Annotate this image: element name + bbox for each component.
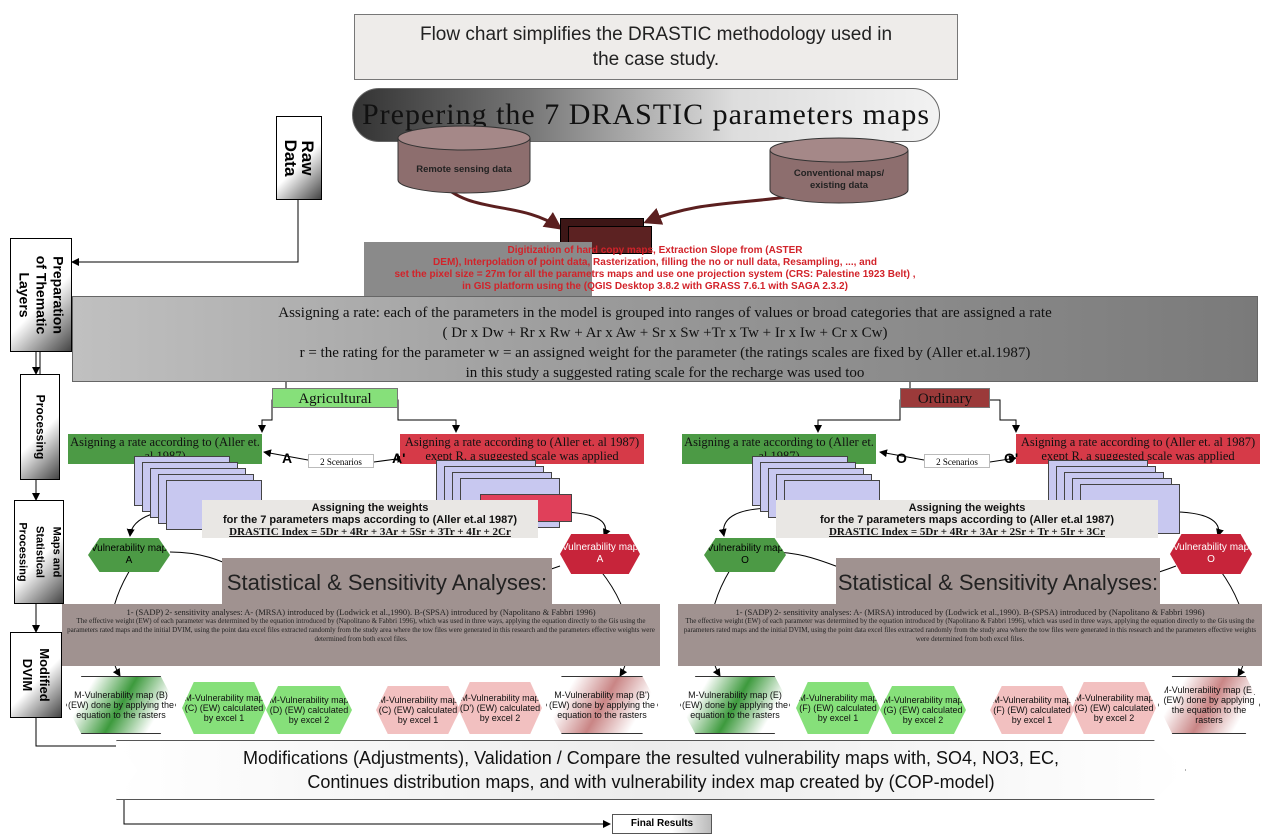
output-b-prime: M-Vulnerability map (B') (EW) done by ap… — [546, 676, 658, 734]
assign-line-2: ( Dr x Dw + Rr x Rw + Ar x Aw + Sr x Sw … — [442, 325, 888, 341]
tag-agricultural: Agricultural — [272, 388, 398, 408]
assign-rate-box: Assigning a rate: each of the parameters… — [72, 296, 1258, 382]
weights-agri-2: for the 7 parameters maps according to (… — [222, 514, 518, 526]
prep-label-3: Layers — [16, 272, 33, 318]
digitization-text: Digitization of hard copy maps, Extracti… — [364, 242, 946, 300]
output-f: M-Vulnerability map (F) (EW) calculated … — [796, 682, 880, 734]
output-g-red: M-Vulnerability map (G) (EW) calculated … — [1072, 682, 1156, 734]
final-results: Final Results — [612, 814, 712, 834]
digitization-line-4: in GIS platform using the (QGIS Desktop … — [462, 281, 848, 292]
scenarios-ord: 2 Scenarios — [924, 454, 990, 468]
modified-label-1: Modified — [37, 648, 52, 702]
weights-agri-3: DRASTIC Index = 5Dr + 4Rr + 3Ar + 5Sr + … — [229, 526, 511, 538]
vuln-map-a-right: Vulnerability map A — [560, 534, 640, 574]
digitization-shadow — [364, 242, 592, 298]
maps-label-3: Processing — [16, 522, 29, 582]
output-d-prime: M-Vulnerability map (D') (EW) calculated… — [458, 682, 542, 734]
stat-box-ord: Statistical & Sensitivity Analyses: — [836, 558, 1160, 608]
output-d: M-Vulnerability map (D) (EW) calculated … — [266, 686, 352, 734]
title-line-1: Flow chart simplifies the DRASTIC method… — [419, 24, 893, 45]
letter-a: A — [282, 450, 293, 466]
sens-ord-2: The effective weight (EW) of each parame… — [683, 617, 1257, 643]
output-e: M-Vulnerability map (E) (EW) done by app… — [680, 676, 790, 734]
output-c-red: M-Vulnerability map (C) (EW) calculated … — [376, 686, 460, 734]
weights-ord-2: for the 7 parameters maps according to (… — [819, 514, 1115, 526]
vuln-map-o-left: Vulnerability map O — [704, 538, 786, 572]
output-b: M-Vulnerability map (B) (EW) done by app… — [66, 676, 176, 734]
sens-ord-1: 1- (SADP) 2- sensitivity analyses: A- (M… — [735, 607, 1205, 617]
sidebar-processing: Processing — [20, 374, 60, 480]
maps-label-2: Statistical — [33, 526, 46, 578]
conventional-maps-cylinder: Conventional maps/ existing data — [769, 137, 909, 204]
title-line-2: the case study. — [592, 49, 720, 70]
remote-sensing-cylinder: Remote sensing data — [397, 125, 531, 194]
sens-box-agri: 1- (SADP) 2- sensitivity analyses: A- (M… — [62, 604, 660, 666]
sens-agri-2: The effective weight (EW) of each parame… — [67, 617, 655, 643]
title-box: Flow chart simplifies the DRASTIC method… — [354, 14, 958, 80]
assign-line-1: Assigning a rate: each of the parameters… — [278, 305, 1052, 321]
digitization-line-2: DEM), Interpolation of point data, Raste… — [433, 257, 877, 268]
prep-label-2: of Thematic — [33, 255, 50, 335]
letter-o: O — [896, 450, 907, 466]
letter-a-prime: A' — [392, 450, 406, 466]
modifications-line-1: Modifications (Adjustments), Validation … — [242, 748, 1059, 768]
weights-box-agri: Assigning the weights for the 7 paramete… — [202, 500, 538, 538]
digitization-line-3: set the pixel size = 27m for all the par… — [394, 269, 916, 280]
rate-right-agri: Asigning a rate according to (Aller et. … — [400, 434, 644, 464]
vuln-map-a-left: Vulnerability map A — [88, 538, 170, 572]
raw-label-1: Raw — [298, 140, 317, 176]
output-e-prime: M-Vulnerability map (E') (EW) done by ap… — [1158, 676, 1260, 734]
processing-label: Processing — [33, 394, 48, 460]
conventional-label-1: Conventional maps/ — [794, 168, 885, 179]
assign-line-4: in this study a suggested rating scale f… — [465, 365, 865, 381]
modified-label-2: DVIM — [20, 658, 35, 692]
vuln-map-o-right: Vulnerability map O — [1170, 534, 1252, 574]
output-c: M-Vulnerability map (C) (EW) calculated … — [182, 682, 266, 734]
output-g: M-Vulnerability map (G) (EW) calculated … — [880, 686, 966, 734]
maps-label-1: Maps and — [50, 526, 63, 578]
sens-box-ord: 1- (SADP) 2- sensitivity analyses: A- (M… — [678, 604, 1262, 666]
prep-label-1: Preparation — [50, 256, 67, 334]
conventional-label-2: existing data — [810, 180, 869, 191]
merge-block-front — [568, 226, 652, 254]
rate-right-ord: Asigning a rate according to (Aller et. … — [1016, 434, 1260, 464]
stat-box-agri: Statistical & Sensitivity Analyses: — [222, 558, 552, 608]
letter-o-prime: O' — [1004, 450, 1019, 466]
digitization-line-1: Digitization of hard copy maps, Extracti… — [507, 245, 803, 256]
scenarios-agri: 2 Scenarios — [308, 454, 374, 468]
weights-ord-3: DRASTIC Index = 5Dr + 4Rr + 3Ar + 2Sr + … — [828, 526, 1105, 538]
modifications-banner: Modifications (Adjustments), Validation … — [116, 740, 1186, 800]
modifications-line-2: Continues distribution maps, and with vu… — [307, 772, 995, 792]
prep-banner: Prepering the 7 DRASTIC parameters maps — [352, 88, 940, 142]
tag-ordinary: Ordinary — [900, 388, 990, 408]
output-f-red: M-Vulnerability map (F) (EW) calculated … — [990, 686, 1074, 734]
sens-agri-1: 1- (SADP) 2- sensitivity analyses: A- (M… — [126, 607, 596, 617]
raw-label-2: Data — [281, 139, 300, 177]
assign-line-3: r = the rating for the parameter w = an … — [299, 345, 1031, 361]
weights-ord-1: Assigning the weights — [908, 502, 1026, 514]
sidebar-maps-stat: Maps and Statistical Processing — [14, 500, 64, 604]
remote-sensing-label: Remote sensing data — [416, 164, 512, 175]
weights-box-ord: Assigning the weights for the 7 paramete… — [776, 500, 1158, 538]
weights-agri-1: Assigning the weights — [311, 502, 429, 514]
